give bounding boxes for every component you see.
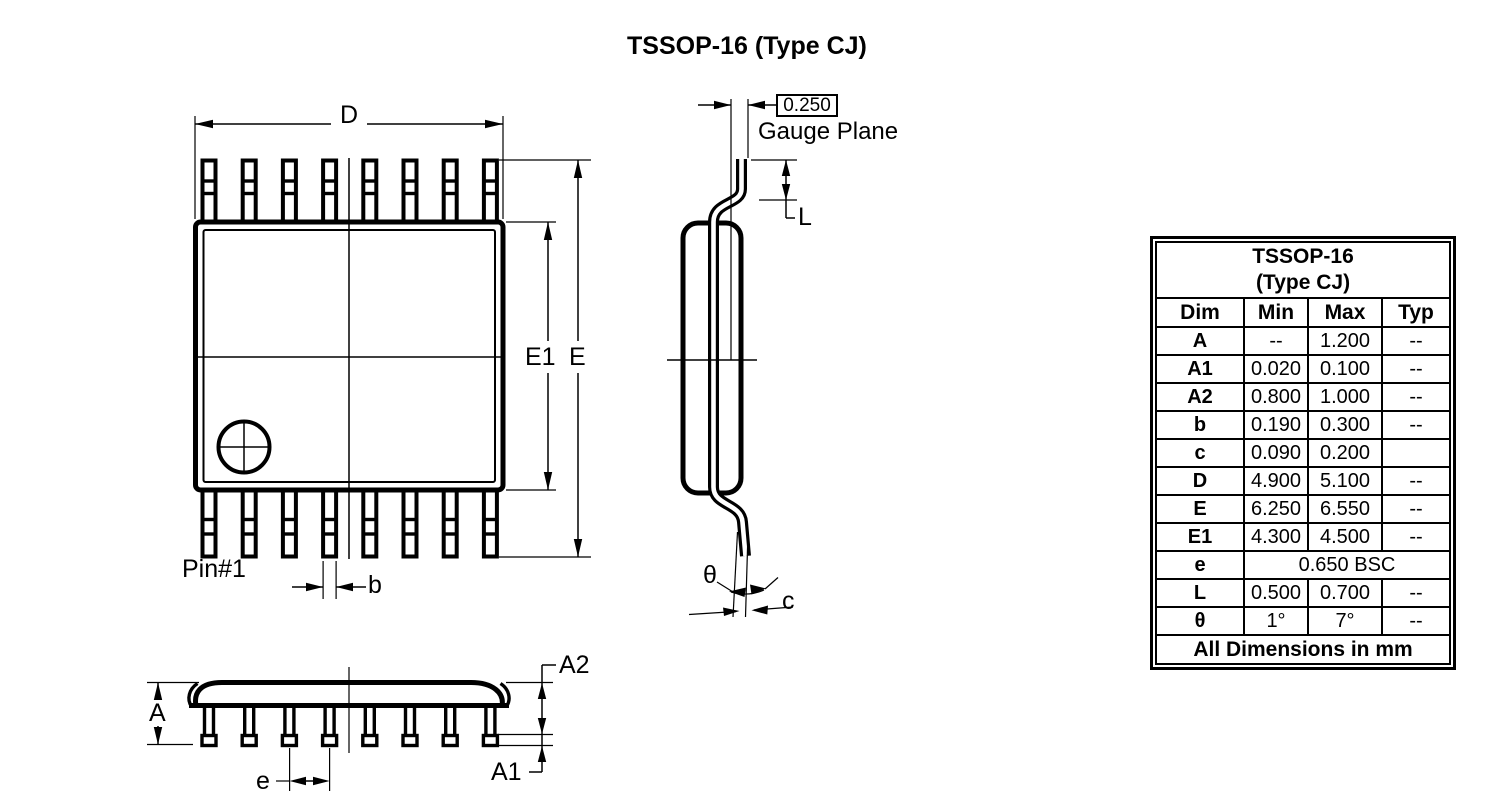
table-title-line1: TSSOP-16 <box>1252 244 1354 268</box>
min-cell: 0.190 <box>1243 410 1309 440</box>
dim-label-a2: A2 <box>559 651 590 679</box>
dim-d-lines <box>194 116 504 219</box>
table-row: D 4.900 5.100 -- <box>1155 466 1451 496</box>
table-footer-row: All Dimensions in mm <box>1155 634 1451 665</box>
dimension-table: TSSOP-16 (Type CJ) Dim Min Max Typ A -- … <box>1150 236 1456 670</box>
dim-cell: A <box>1155 326 1245 356</box>
dim-cell: A2 <box>1155 382 1245 412</box>
max-cell: 0.100 <box>1307 354 1383 384</box>
typ-cell: -- <box>1381 494 1451 524</box>
column-header-dim: Dim <box>1155 297 1245 328</box>
dim-e1-lines <box>506 221 556 491</box>
typ-cell: -- <box>1381 578 1451 608</box>
dim-label-theta: θ <box>703 561 717 589</box>
dim-label-e1: E1 <box>525 343 556 371</box>
dim-cell: A1 <box>1155 354 1245 384</box>
min-cell: 0.800 <box>1243 382 1309 412</box>
typ-cell <box>1381 438 1451 468</box>
page-title: TSSOP-16 (Type CJ) <box>627 32 867 60</box>
min-cell: 1° <box>1243 606 1309 636</box>
dim-label-b: b <box>368 571 382 599</box>
gauge-plane-lines <box>698 99 776 360</box>
top-view-linework <box>193 116 591 599</box>
dim-b-lines <box>292 561 366 599</box>
column-header-typ: Typ <box>1381 297 1451 328</box>
table-row: A2 0.800 1.000 -- <box>1155 382 1451 412</box>
dim-theta-c-lines <box>688 531 794 618</box>
max-cell: 1.000 <box>1307 382 1383 412</box>
min-cell: 4.900 <box>1243 466 1309 496</box>
dim-label-c: c <box>782 587 795 615</box>
front-body-outline <box>193 680 505 707</box>
dim-label-e-pitch: e <box>256 767 270 795</box>
max-cell: 6.550 <box>1307 494 1383 524</box>
table-row: L 0.500 0.700 -- <box>1155 578 1451 608</box>
dim-cell: E1 <box>1155 522 1245 552</box>
pin1-indicator-circle <box>216 419 272 475</box>
typ-cell: -- <box>1381 522 1451 552</box>
front-body-left-endcap <box>187 682 199 708</box>
table-footer: All Dimensions in mm <box>1155 634 1451 665</box>
max-cell: 4.500 <box>1307 522 1383 552</box>
front-view-pins <box>200 704 500 748</box>
dim-label-a1: A1 <box>491 758 522 786</box>
table-row: b 0.190 0.300 -- <box>1155 410 1451 440</box>
table-header-row: Dim Min Max Typ <box>1155 297 1451 328</box>
typ-cell: -- <box>1381 382 1451 412</box>
table-row: E1 4.300 4.500 -- <box>1155 522 1451 552</box>
table-row: A1 0.020 0.100 -- <box>1155 354 1451 384</box>
table-row: e 0.650 BSC <box>1155 550 1451 580</box>
gauge-dimension-box: 0.250 <box>776 94 838 117</box>
table-row: E 6.250 6.550 -- <box>1155 494 1451 524</box>
dim-label-e: E <box>569 343 586 371</box>
dim-label-d: D <box>340 101 359 129</box>
table-title-line2: (Type CJ) <box>1255 271 1351 294</box>
dim-cell: E <box>1155 494 1245 524</box>
side-view-linework <box>667 99 797 618</box>
dim-a2-a1-lines <box>498 664 556 773</box>
max-cell: 5.100 <box>1307 466 1383 496</box>
dim-cell: e <box>1155 550 1245 580</box>
min-cell: -- <box>1243 326 1309 356</box>
typ-cell: -- <box>1381 326 1451 356</box>
front-body-right-endcap <box>499 682 511 708</box>
dim-cell: L <box>1155 578 1245 608</box>
min-cell: 0.090 <box>1243 438 1309 468</box>
max-cell: 1.200 <box>1307 326 1383 356</box>
dim-e-lines <box>499 159 591 558</box>
dim-label-l: L <box>798 203 812 231</box>
max-cell: 0.700 <box>1307 578 1383 608</box>
dim-a-lines <box>147 681 199 746</box>
column-header-min: Min <box>1243 297 1309 328</box>
dim-label-a: A <box>149 699 166 727</box>
pin1-label: Pin#1 <box>182 555 246 583</box>
typ-cell: -- <box>1381 354 1451 384</box>
max-cell: 0.200 <box>1307 438 1383 468</box>
table-row: θ 1° 7° -- <box>1155 606 1451 636</box>
front-view-linework <box>147 664 556 791</box>
typ-cell: -- <box>1381 410 1451 440</box>
span-cell: 0.650 BSC <box>1243 550 1451 580</box>
dim-e-pitch-lines <box>276 748 331 791</box>
table-title: TSSOP-16 (Type CJ) <box>1155 241 1451 299</box>
dim-cell: b <box>1155 410 1245 440</box>
column-header-max: Max <box>1307 297 1383 328</box>
min-cell: 6.250 <box>1243 494 1309 524</box>
max-cell: 7° <box>1307 606 1383 636</box>
typ-cell: -- <box>1381 466 1451 496</box>
dim-l-lines <box>751 159 797 219</box>
typ-cell: -- <box>1381 606 1451 636</box>
table-row: A -- 1.200 -- <box>1155 326 1451 356</box>
dim-cell: θ <box>1155 606 1245 636</box>
min-cell: 4.300 <box>1243 522 1309 552</box>
max-cell: 0.300 <box>1307 410 1383 440</box>
table-title-row: TSSOP-16 (Type CJ) <box>1155 241 1451 299</box>
min-cell: 0.500 <box>1243 578 1309 608</box>
gauge-plane-label: Gauge Plane <box>758 118 899 145</box>
min-cell: 0.020 <box>1243 354 1309 384</box>
dim-cell: c <box>1155 438 1245 468</box>
dim-cell: D <box>1155 466 1245 496</box>
table-row: c 0.090 0.200 <box>1155 438 1451 468</box>
